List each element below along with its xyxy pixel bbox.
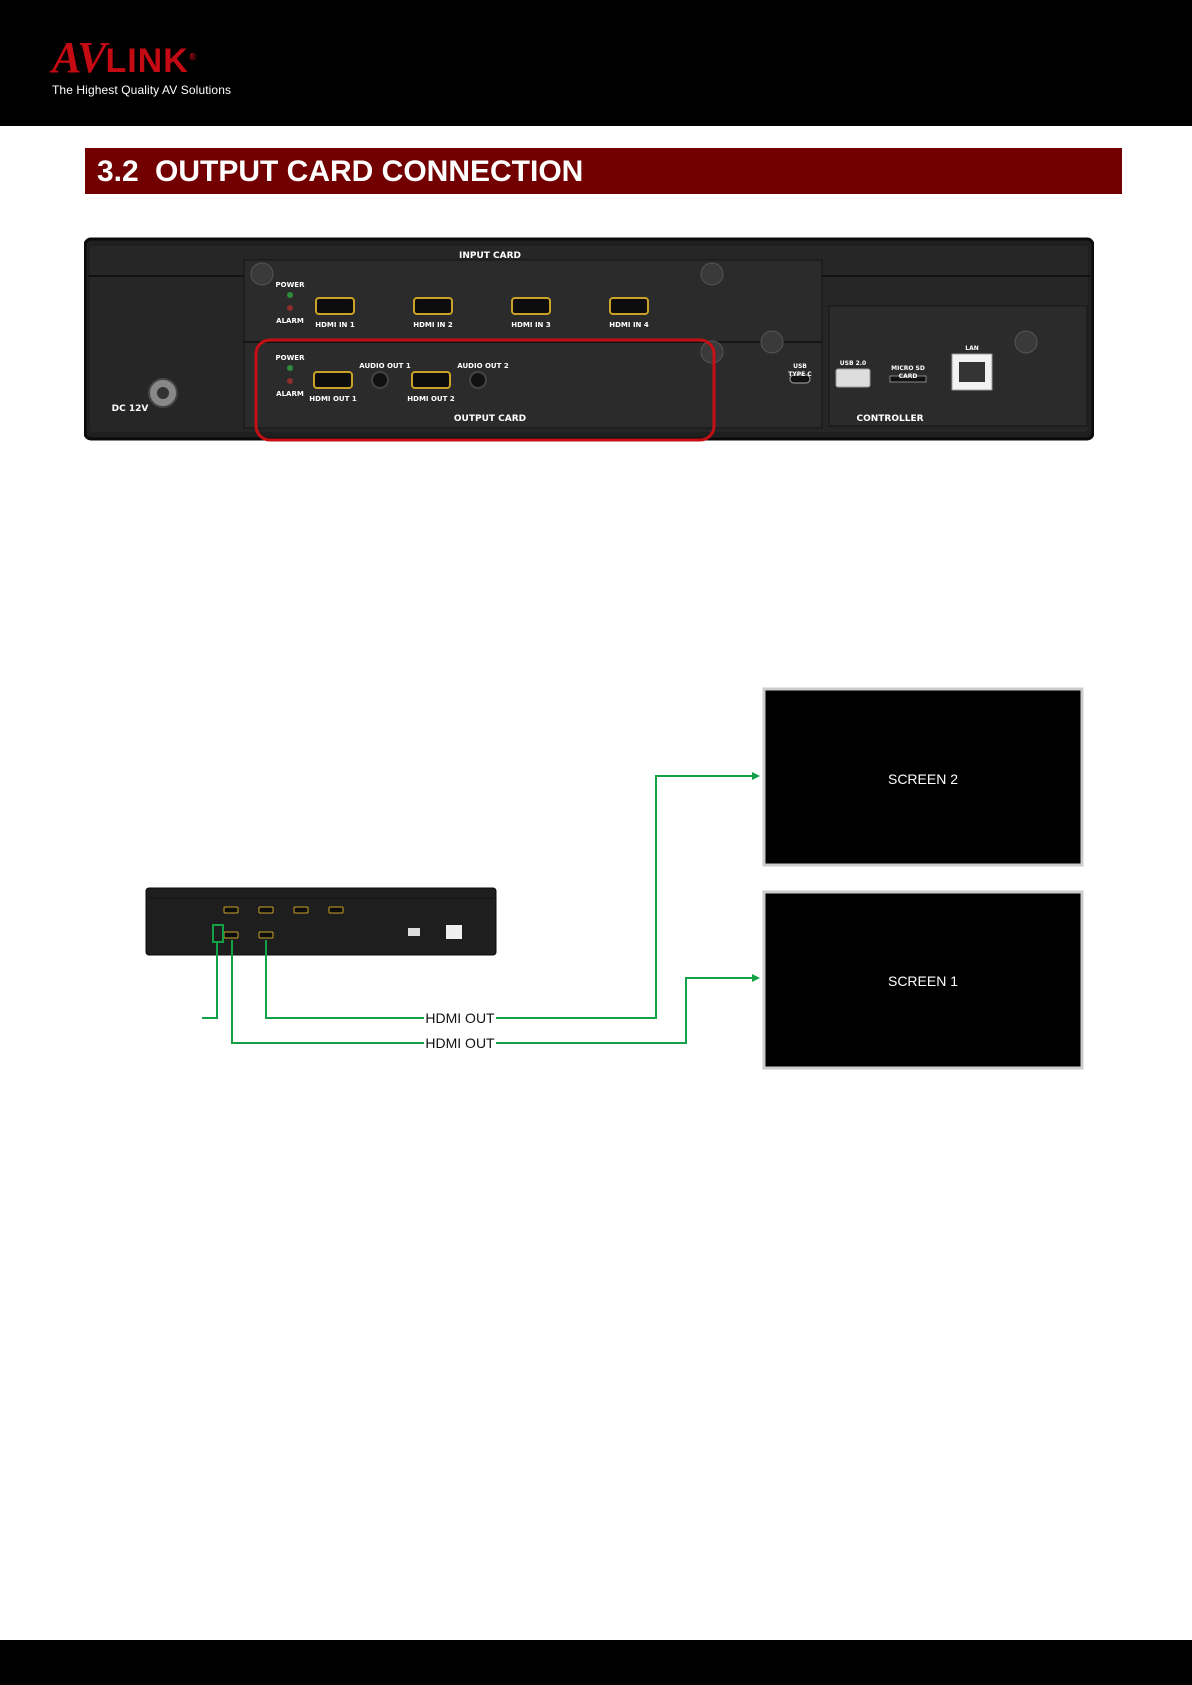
label-dc-12v: DC 12V xyxy=(112,404,149,414)
section-number: 3.2 xyxy=(97,155,139,189)
label-output-card: OUTPUT CARD xyxy=(454,414,526,424)
avlink-logo: AVLINK® The Highest Quality AV Solutions xyxy=(52,36,231,97)
logo-text-link: LINK xyxy=(105,42,188,80)
connection-diagram: SCREEN 2 SCREEN 1 HDMI OUT HDMI OUT xyxy=(0,680,1192,1080)
label-audio-out-2: AUDIO OUT 2 xyxy=(457,362,509,370)
label-alarm-input: ALARM xyxy=(276,317,304,325)
header-band: AVLINK® The Highest Quality AV Solutions xyxy=(0,0,1192,126)
logo-registered-mark: ® xyxy=(189,52,195,63)
label-input-card: INPUT CARD xyxy=(459,251,521,261)
label-usb-type-c-line-1: USB xyxy=(793,363,807,370)
label-hdmi-out-1: HDMI OUT 1 xyxy=(309,395,357,403)
link-label-upper: HDMI OUT xyxy=(425,1010,495,1026)
section-title: OUTPUT CARD CONNECTION xyxy=(155,155,583,189)
section-heading-bar: 3.2 OUTPUT CARD CONNECTION xyxy=(85,148,1122,194)
label-hdmi-in-1: HDMI IN 1 xyxy=(315,321,355,329)
label-hdmi-in-3: HDMI IN 3 xyxy=(511,321,551,329)
label-power-input: POWER xyxy=(276,281,306,289)
label-hdmi-out-2: HDMI OUT 2 xyxy=(407,395,455,403)
label-usb-2: USB 2.0 xyxy=(840,360,866,367)
logo-text-av: AV xyxy=(52,33,105,82)
screen-1-label: SCREEN 1 xyxy=(888,973,958,989)
label-alarm-output: ALARM xyxy=(276,390,304,398)
screen-2-label: SCREEN 2 xyxy=(888,771,958,787)
label-hdmi-in-4: HDMI IN 4 xyxy=(609,321,649,329)
label-lan: LAN xyxy=(965,345,979,352)
label-controller: CONTROLLER xyxy=(856,414,923,424)
label-hdmi-in-2: HDMI IN 2 xyxy=(413,321,453,329)
rear-panel-illustration: INPUT CARD OUTPUT CARD CONTROLLER POWER … xyxy=(84,236,1094,442)
label-usb-type-c-line-2: TYPE C xyxy=(788,371,812,378)
footer-band xyxy=(0,1640,1192,1685)
label-audio-out-1: AUDIO OUT 1 xyxy=(359,362,411,370)
label-power-output: POWER xyxy=(276,354,306,362)
logo-tagline: The Highest Quality AV Solutions xyxy=(52,83,231,97)
link-label-lower: HDMI OUT xyxy=(425,1035,495,1051)
label-micro-sd-line-1: MICRO SD xyxy=(891,365,925,372)
label-micro-sd-line-2: CARD xyxy=(899,373,918,380)
